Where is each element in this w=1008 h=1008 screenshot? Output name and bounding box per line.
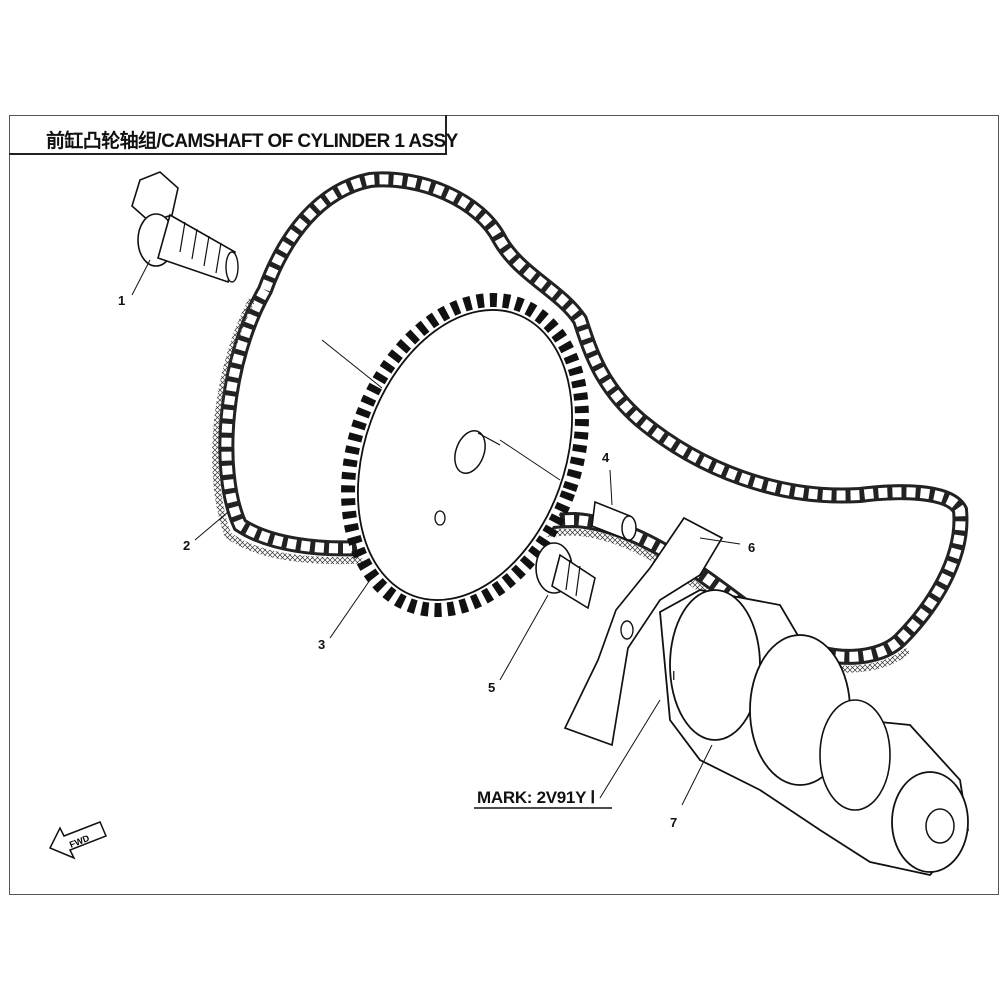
small-bolt-5 [535,542,596,610]
camshaft [659,589,969,876]
leader-lines [131,259,741,806]
locating-plate [563,516,724,747]
callout-1: 1 [118,293,126,308]
callout-3: 3 [318,637,326,652]
callout-5: 5 [488,680,496,695]
callout-2: 2 [183,538,191,553]
dowel-pin [591,500,637,542]
cam-mark-symbol: Ⅰ [672,669,676,683]
mark-label: MARK: 2V91Y Ⅰ [477,788,595,807]
drawing-frame [9,115,999,895]
title-box [9,115,447,155]
callout-7: 7 [670,815,678,830]
fwd-arrow-icon: FWD [48,821,107,860]
callout-4: 4 [602,450,610,465]
callout-6: 6 [748,540,756,555]
sprocket-bolt-1 [131,171,239,284]
page-title: 前缸凸轮轴组/CAMSHAFT OF CYLINDER 1 ASSY [46,131,458,152]
cam-sprocket [341,293,589,617]
